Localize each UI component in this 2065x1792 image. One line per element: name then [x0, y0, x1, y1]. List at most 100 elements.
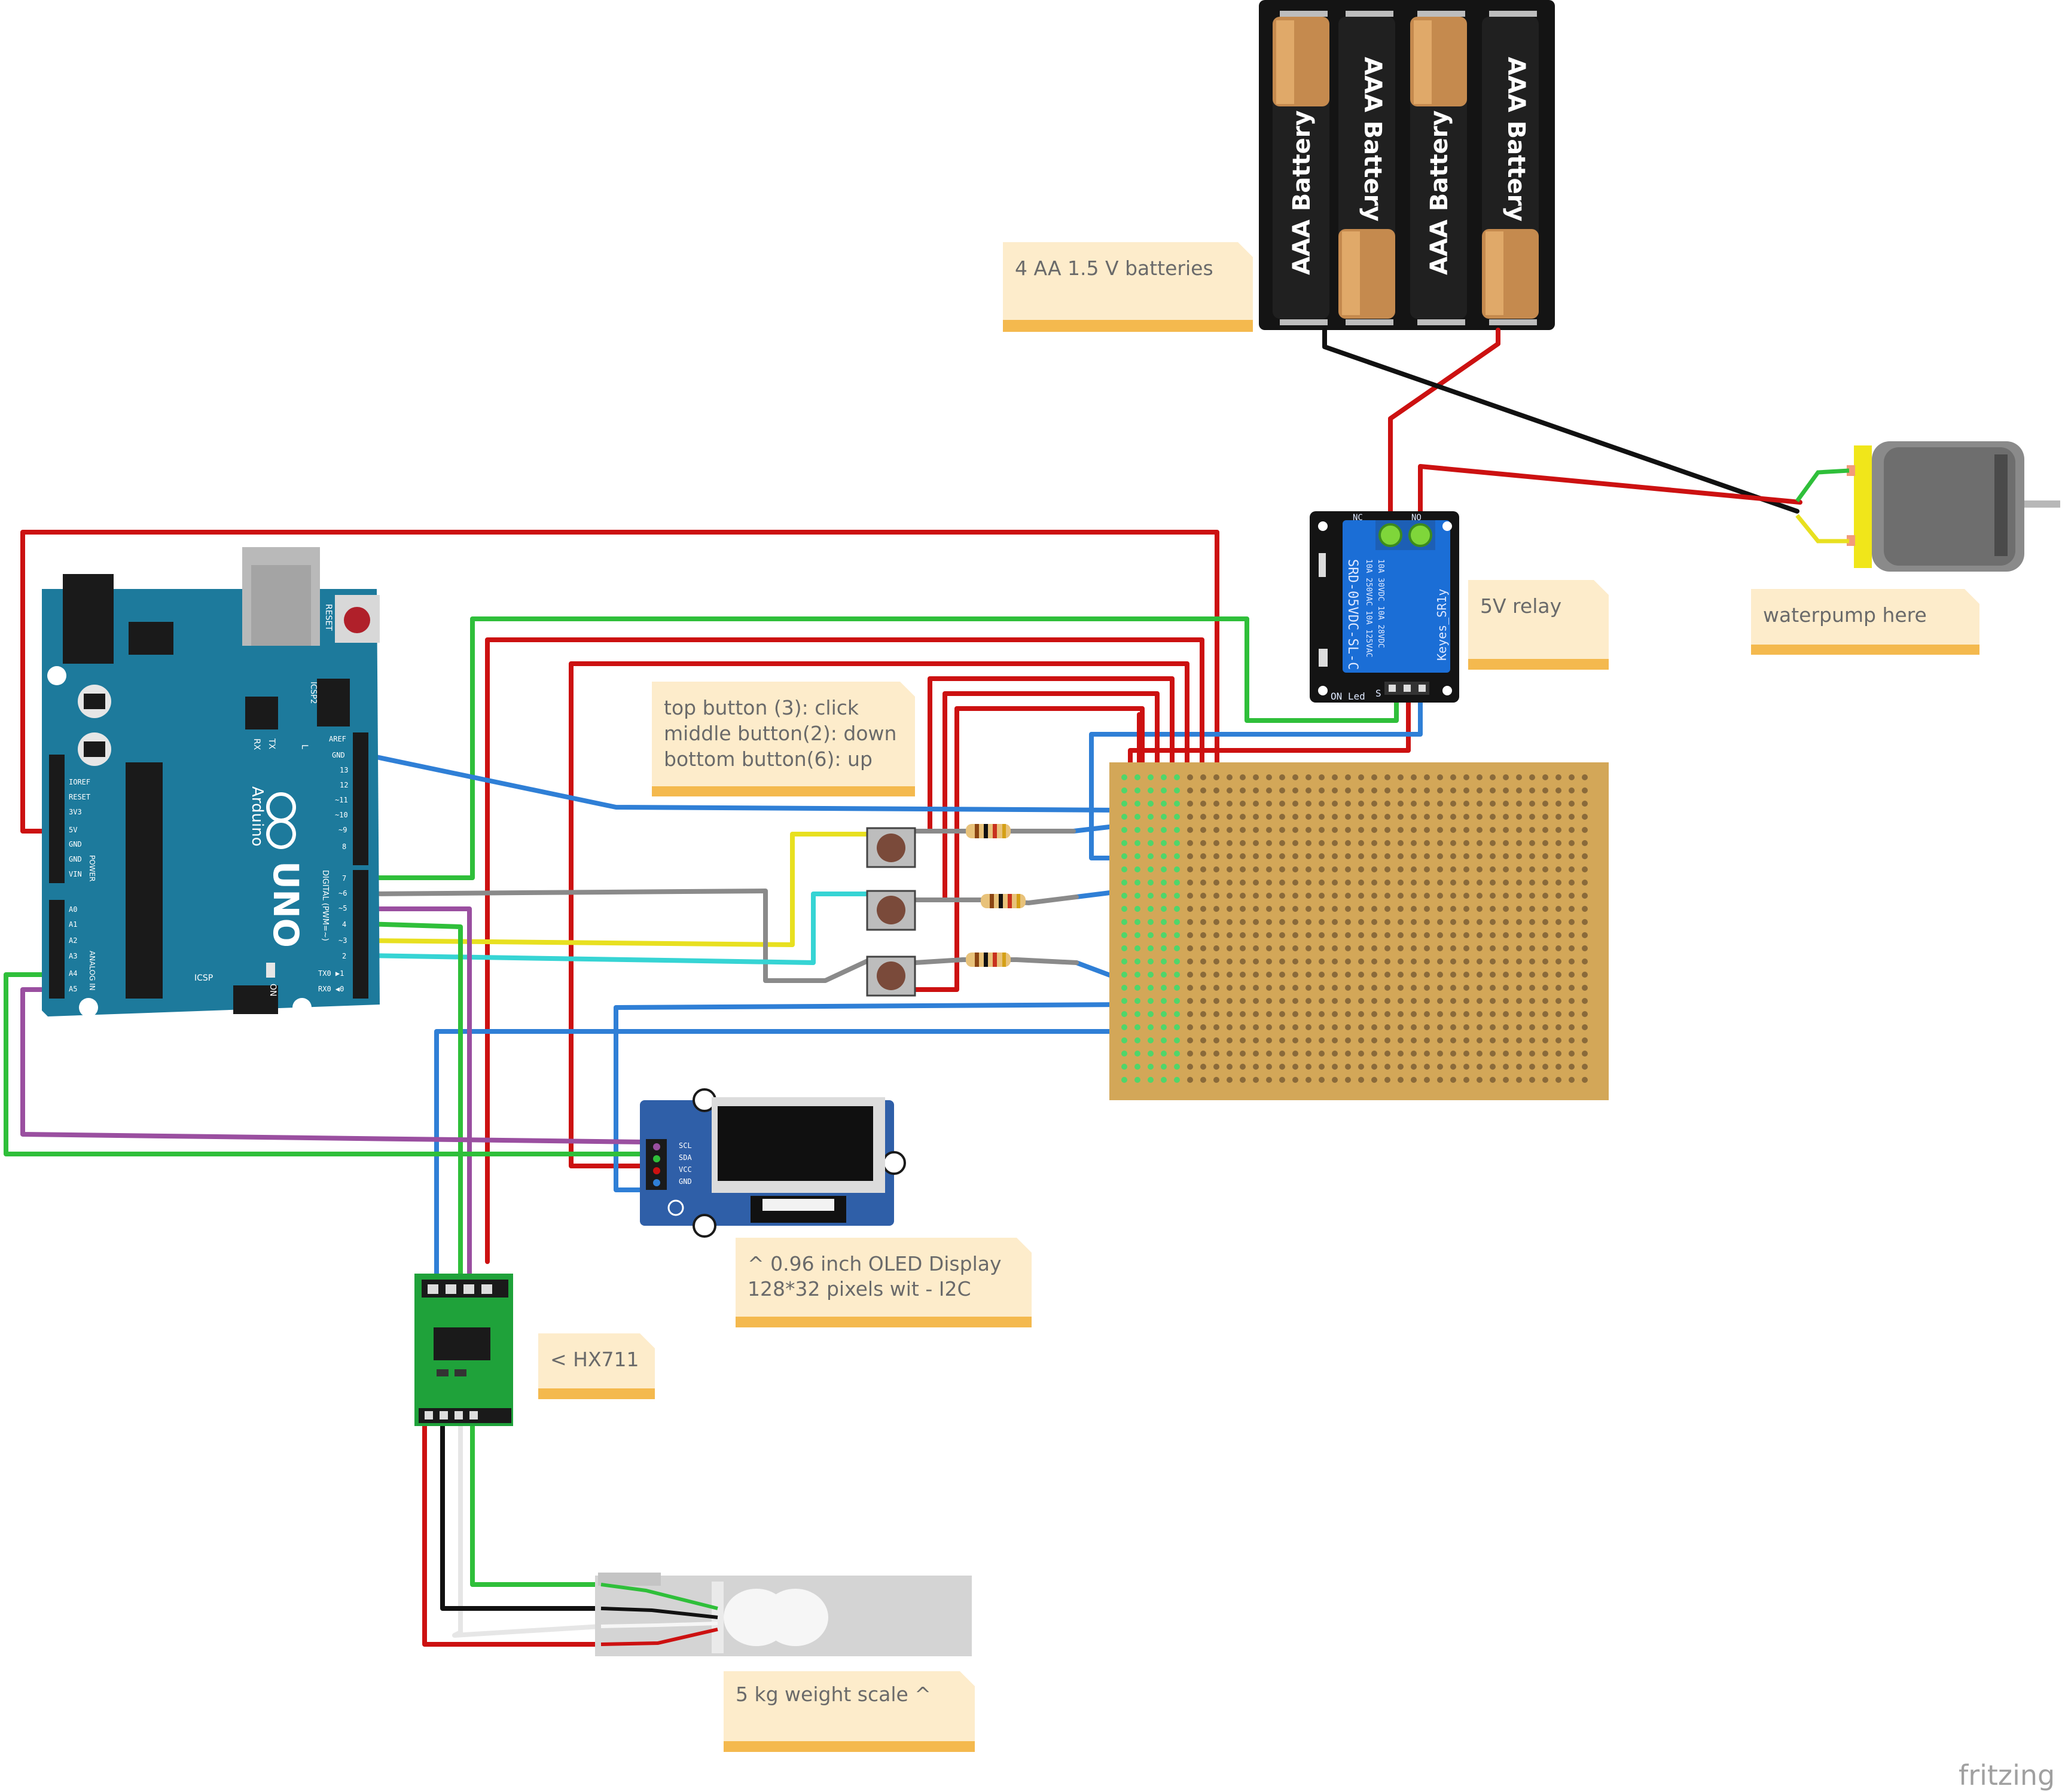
- resistors: [966, 824, 1026, 967]
- oled-display: SCL SDA VCC GND: [640, 1088, 906, 1238]
- stripboard-hole: [1253, 1024, 1259, 1030]
- arduino-brand-label: Arduino: [248, 786, 266, 847]
- stripboard-hole: [1240, 893, 1246, 899]
- stripboard-hole: [1292, 972, 1298, 978]
- stripboard-hole: [1411, 866, 1417, 872]
- stripboard-hole: [1134, 840, 1140, 846]
- stripboard-hole: [1200, 827, 1206, 833]
- stripboard-hole: [1582, 827, 1588, 833]
- stripboard-hole: [1292, 919, 1298, 925]
- stripboard-hole: [1424, 1077, 1430, 1083]
- stripboard-hole: [1121, 932, 1127, 938]
- wire-relay-gnd-blue: [1089, 691, 1423, 860]
- stripboard-hole: [1279, 840, 1285, 846]
- stripboard-hole: [1477, 1011, 1483, 1017]
- stripboard-hole: [1490, 893, 1496, 899]
- stripboard-hole: [1279, 1064, 1285, 1070]
- stripboard-hole: [1279, 853, 1285, 859]
- pin-a3: A3: [69, 952, 77, 960]
- stripboard-hole: [1516, 1051, 1522, 1057]
- stripboard-hole: [1424, 1011, 1430, 1017]
- stripboard-hole: [1542, 827, 1548, 833]
- stripboard-hole: [1227, 1011, 1233, 1017]
- stripboard-hole: [1529, 1064, 1535, 1070]
- stripboard-hole: [1358, 880, 1364, 886]
- stripboard-hole: [1477, 880, 1483, 886]
- pin-a1: A1: [69, 920, 77, 929]
- stripboard-hole: [1148, 1037, 1154, 1043]
- stripboard-hole: [1240, 1037, 1246, 1043]
- note-scale-text: 5 kg weight scale ^: [736, 1683, 931, 1706]
- stripboard-hole: [1555, 945, 1561, 951]
- stripboard-hole: [1200, 906, 1206, 912]
- stripboard-hole: [1213, 866, 1219, 872]
- stripboard-hole: [1490, 958, 1496, 964]
- stripboard-hole: [1200, 985, 1206, 991]
- arduino-uno: RESET ICSP2 TX RX L Arduino UNO ICSP ON: [42, 547, 380, 1017]
- stripboard-hole: [1266, 893, 1272, 899]
- stripboard-hole: [1358, 814, 1364, 820]
- stripboard-hole: [1542, 880, 1548, 886]
- stripboard-hole: [1582, 1011, 1588, 1017]
- stripboard-hole: [1174, 1077, 1180, 1083]
- pin-12: 12: [340, 781, 348, 789]
- stripboard-hole: [1332, 801, 1338, 807]
- stripboard-hole: [1371, 972, 1377, 978]
- resistor-3: [966, 953, 1011, 967]
- stripboard-hole: [1213, 1051, 1219, 1057]
- stripboard-hole: [1569, 985, 1575, 991]
- stripboard-hole: [1200, 801, 1206, 807]
- stripboard-hole: [1398, 972, 1404, 978]
- stripboard-hole: [1240, 932, 1246, 938]
- stripboard-hole: [1161, 853, 1167, 859]
- pin-10: ~10: [335, 811, 348, 819]
- stripboard-hole: [1398, 1051, 1404, 1057]
- stripboard-hole: [1371, 827, 1377, 833]
- stripboard-hole: [1227, 998, 1233, 1004]
- stripboard-hole: [1555, 1077, 1561, 1083]
- stripboard-hole: [1148, 853, 1154, 859]
- wire-red-oled: [485, 637, 1204, 1264]
- stripboard-hole: [1490, 906, 1496, 912]
- stripboard-hole: [1424, 1064, 1430, 1070]
- stripboard-hole: [1371, 998, 1377, 1004]
- stripboard-hole: [1398, 945, 1404, 951]
- stripboard-hole: [1227, 853, 1233, 859]
- stripboard-hole: [1582, 972, 1588, 978]
- stripboard-hole: [1555, 774, 1561, 780]
- stripboard-hole: [1398, 853, 1404, 859]
- pin-5: ~5: [338, 904, 347, 912]
- note-buttons-line-3: bottom button(6): up: [664, 747, 873, 771]
- stripboard-hole: [1306, 866, 1311, 872]
- stripboard-hole: [1398, 998, 1404, 1004]
- stripboard-hole: [1463, 972, 1469, 978]
- stripboard-hole: [1490, 774, 1496, 780]
- stripboard-hole: [1227, 774, 1233, 780]
- oled-pin-gnd: GND: [679, 1177, 692, 1186]
- stripboard-hole: [1134, 1051, 1140, 1057]
- stripboard-hole: [1411, 958, 1417, 964]
- stripboard-hole: [1398, 1024, 1404, 1030]
- stripboard-hole: [1134, 998, 1140, 1004]
- stripboard-hole: [1516, 1077, 1522, 1083]
- stripboard-hole: [1371, 932, 1377, 938]
- stripboard-hole: [1279, 1037, 1285, 1043]
- stripboard-hole: [1490, 919, 1496, 925]
- stripboard-hole: [1319, 840, 1325, 846]
- stripboard-hole: [1161, 827, 1167, 833]
- stripboard-hole: [1371, 853, 1377, 859]
- note-buttons-line-2: middle button(2): down: [664, 722, 896, 745]
- stripboard-hole: [1555, 1024, 1561, 1030]
- stripboard-hole: [1371, 774, 1377, 780]
- stripboard-hole: [1161, 1024, 1167, 1030]
- stripboard-hole: [1358, 840, 1364, 846]
- stripboard-hole: [1424, 1037, 1430, 1043]
- stripboard-hole: [1384, 932, 1390, 938]
- stripboard-hole: [1503, 985, 1509, 991]
- stripboard-hole: [1213, 1077, 1219, 1083]
- stripboard-hole: [1266, 801, 1272, 807]
- stripboard-hole: [1161, 1064, 1167, 1070]
- stripboard-hole: [1437, 893, 1443, 899]
- stripboard-hole: [1503, 801, 1509, 807]
- stripboard-hole: [1213, 906, 1219, 912]
